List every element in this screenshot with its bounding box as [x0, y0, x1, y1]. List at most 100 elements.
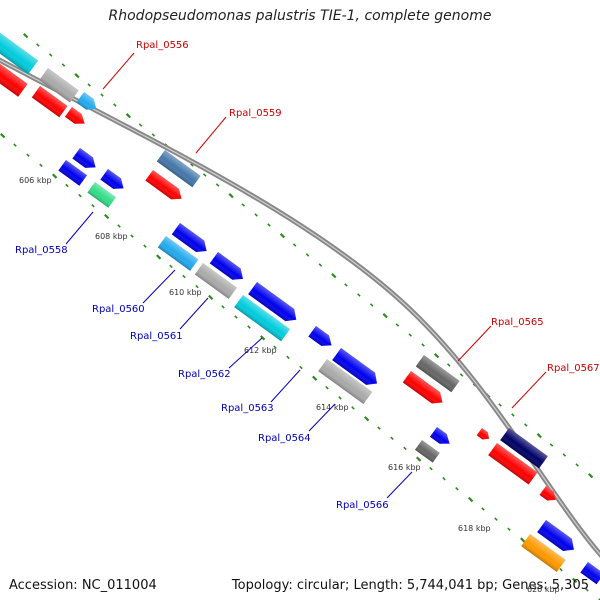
- gene-shading: [171, 223, 207, 252]
- inner-tick-mark: [52, 173, 58, 179]
- gene-feature[interactable]: [31, 86, 68, 118]
- gene-feature[interactable]: [580, 562, 600, 585]
- inner-tick-mark: [299, 365, 303, 370]
- gene-feature[interactable]: [87, 182, 117, 208]
- gene-shading: [414, 440, 440, 463]
- outer-tick-mark: [511, 413, 515, 417]
- label-leader-line: [270, 369, 301, 403]
- inner-tick-mark: [468, 496, 474, 503]
- gene-feature[interactable]: [414, 440, 440, 463]
- gene-feature[interactable]: [415, 355, 460, 393]
- inner-tick-mark: [429, 466, 433, 471]
- gene-feature[interactable]: [145, 170, 185, 204]
- backbone-arc: [0, 57, 600, 558]
- gene-feature[interactable]: [171, 223, 211, 257]
- tick-label: 616 kbp: [388, 463, 421, 472]
- gene-shading: [209, 252, 244, 280]
- outer-tick-mark: [446, 363, 451, 367]
- gene-feature[interactable]: [0, 58, 28, 97]
- outer-tick-mark: [203, 173, 207, 177]
- outer-tick-mark: [459, 373, 464, 377]
- gene-feature[interactable]: [332, 348, 381, 390]
- inner-tick-mark: [273, 345, 277, 350]
- gene-feature[interactable]: [194, 263, 237, 300]
- inner-tick-mark: [338, 396, 342, 400]
- gene-label-reverse[interactable]: Rpal_0563: [221, 403, 274, 414]
- inner-tick-mark: [13, 143, 17, 147]
- outer-tick-mark: [408, 333, 412, 337]
- gene-layer[interactable]: [0, 24, 600, 585]
- outer-tick-mark: [151, 133, 156, 137]
- genome-summary-text: Topology: circular; Length: 5,744,041 bp…: [231, 578, 589, 593]
- gene-label-forward[interactable]: Rpal_0559: [229, 108, 282, 119]
- tick-label: 608 kbp: [95, 232, 128, 241]
- label-leader-line: [179, 297, 209, 330]
- gene-shading: [31, 86, 68, 118]
- gene-shading: [248, 282, 297, 322]
- gene-feature[interactable]: [521, 534, 566, 572]
- gene-feature[interactable]: [64, 107, 88, 128]
- outer-tick-mark: [36, 43, 40, 47]
- outer-tick-mark: [48, 53, 53, 57]
- label-layer[interactable]: Rpal_0556Rpal_0559Rpal_0565Rpal_0567Rpal…: [15, 40, 600, 511]
- gene-label-forward[interactable]: Rpal_0567: [547, 363, 600, 374]
- gene-label-reverse[interactable]: Rpal_0561: [130, 331, 183, 342]
- gene-feature[interactable]: [58, 160, 88, 186]
- gene-shading: [539, 486, 556, 501]
- gene-label-reverse[interactable]: Rpal_0558: [15, 245, 68, 256]
- inner-tick-mark: [351, 406, 355, 410]
- outer-tick-mark: [305, 253, 310, 257]
- gene-label-forward[interactable]: Rpal_0556: [136, 40, 189, 51]
- gene-label-reverse[interactable]: Rpal_0562: [178, 369, 231, 380]
- inner-tick-mark: [26, 153, 30, 157]
- gene-feature[interactable]: [39, 68, 79, 103]
- gene-feature[interactable]: [318, 359, 373, 405]
- outer-tick-mark: [575, 463, 579, 467]
- outer-tick-mark: [331, 273, 337, 279]
- inner-tick-mark: [455, 487, 459, 491]
- gene-label-reverse[interactable]: Rpal_0564: [258, 433, 311, 444]
- gene-feature[interactable]: [100, 169, 127, 194]
- inner-tick-mark: [585, 588, 589, 592]
- label-leader-line: [386, 471, 413, 499]
- gene-feature[interactable]: [402, 371, 447, 408]
- inner-tick-mark: [403, 446, 407, 451]
- inner-tick-mark: [234, 315, 238, 319]
- gene-feature[interactable]: [248, 282, 301, 326]
- gene-feature[interactable]: [539, 486, 559, 504]
- gene-feature[interactable]: [156, 150, 201, 188]
- gene-feature[interactable]: [476, 428, 492, 442]
- outer-tick-mark: [61, 63, 66, 67]
- outer-tick-mark: [549, 443, 554, 447]
- gene-label-reverse[interactable]: Rpal_0560: [92, 304, 145, 315]
- gene-label-reverse[interactable]: Rpal_0566: [336, 500, 389, 511]
- gene-feature[interactable]: [234, 295, 290, 342]
- backbone-layer: [0, 57, 600, 558]
- gene-feature[interactable]: [488, 443, 538, 485]
- inner-tick-mark: [572, 577, 578, 584]
- gene-label-forward[interactable]: Rpal_0565: [491, 317, 544, 328]
- gene-feature[interactable]: [72, 148, 99, 173]
- label-leader-line: [308, 403, 336, 432]
- inner-tick-mark: [78, 193, 82, 198]
- outer-tick-mark: [588, 473, 594, 479]
- gene-feature[interactable]: [429, 427, 453, 448]
- inner-tick-mark: [0, 133, 6, 139]
- gene-feature[interactable]: [157, 236, 199, 271]
- gene-feature[interactable]: [308, 326, 335, 351]
- gene-feature[interactable]: [0, 24, 39, 75]
- gene-shading: [318, 359, 373, 405]
- gene-feature[interactable]: [76, 92, 100, 114]
- inner-tick-mark: [156, 254, 162, 260]
- tick-label: 620 kbp: [527, 585, 560, 594]
- inner-tick-mark: [91, 203, 95, 208]
- outer-tick-mark: [318, 263, 323, 267]
- outer-tick-mark: [228, 193, 234, 199]
- gene-feature[interactable]: [209, 252, 247, 284]
- gene-feature[interactable]: [537, 520, 578, 556]
- label-leader-line: [228, 337, 263, 369]
- inner-tick-mark: [390, 436, 394, 441]
- gene-feature[interactable]: [500, 428, 548, 469]
- inner-tick-mark: [416, 456, 422, 462]
